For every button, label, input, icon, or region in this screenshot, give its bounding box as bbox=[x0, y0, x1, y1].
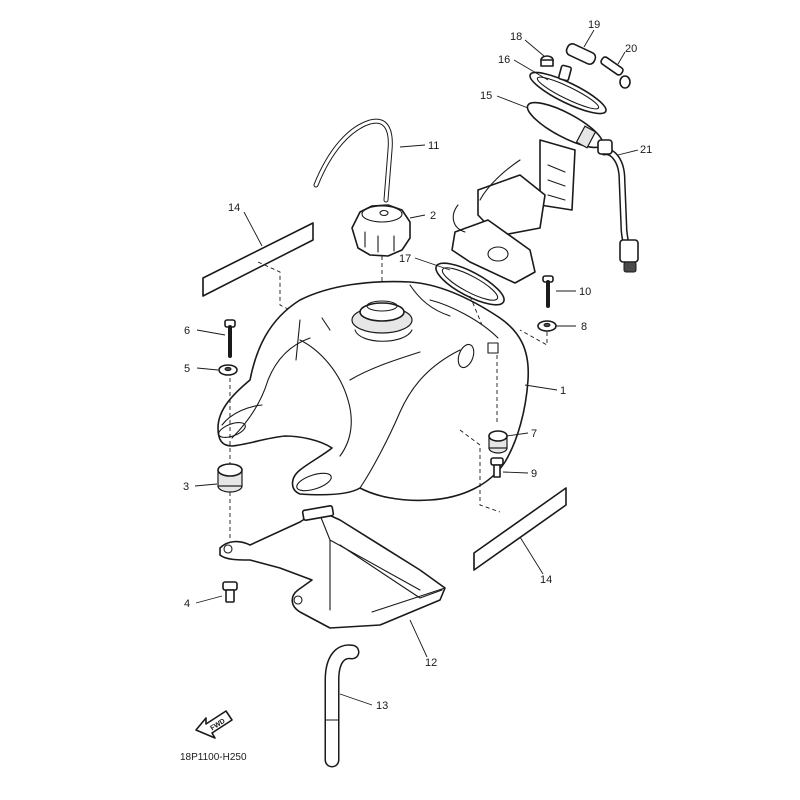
part-20-bolt[interactable] bbox=[600, 56, 631, 89]
part-2-fuel-cap[interactable] bbox=[351, 204, 411, 257]
callout-3: 3 bbox=[183, 481, 189, 493]
part-15-fuel-pump[interactable] bbox=[451, 95, 608, 284]
callout-10: 10 bbox=[579, 286, 591, 298]
part-12-bracket[interactable] bbox=[219, 504, 446, 629]
part-21-fuel-hose[interactable] bbox=[597, 139, 639, 273]
part-11-breather-hose[interactable] bbox=[313, 118, 393, 203]
callout-9: 9 bbox=[531, 468, 537, 480]
dash-8-tank bbox=[519, 329, 548, 346]
callout-18: 18 bbox=[510, 31, 522, 43]
callout-14-lower: 14 bbox=[540, 574, 552, 586]
callout-8: 8 bbox=[581, 321, 587, 333]
callout-12: 12 bbox=[425, 657, 437, 669]
part-9-bolt[interactable] bbox=[490, 457, 504, 478]
part-14-upper-pad[interactable] bbox=[202, 222, 314, 297]
callout-17: 17 bbox=[399, 253, 411, 265]
part-5-collar[interactable] bbox=[218, 364, 238, 376]
dash-17-tank bbox=[469, 295, 483, 326]
callout-15: 15 bbox=[480, 90, 492, 102]
callout-19: 19 bbox=[588, 19, 600, 31]
part-8-collar[interactable] bbox=[537, 320, 557, 332]
callout-labels: 1 2 3 4 5 6 7 8 9 10 11 12 13 14 14 15 1… bbox=[183, 19, 652, 712]
callout-6: 6 bbox=[184, 325, 190, 337]
callout-4: 4 bbox=[184, 598, 190, 610]
part-1-fuel-tank[interactable] bbox=[217, 280, 530, 502]
part-16-pump-plate[interactable] bbox=[526, 66, 610, 121]
part-17-pump-gasket[interactable] bbox=[431, 256, 509, 313]
part-4-bolt[interactable] bbox=[222, 581, 238, 603]
callout-5: 5 bbox=[184, 363, 190, 375]
callout-14-upper: 14 bbox=[228, 202, 240, 214]
part-19-connector[interactable] bbox=[558, 42, 597, 82]
part-18-nut[interactable] bbox=[540, 55, 554, 67]
callout-2: 2 bbox=[430, 210, 436, 222]
forward-arrow-icon: FWD bbox=[195, 710, 233, 739]
callout-7: 7 bbox=[531, 428, 537, 440]
leader-lines bbox=[194, 29, 639, 706]
part-13-drain-hose[interactable] bbox=[324, 644, 360, 768]
callout-16: 16 bbox=[498, 54, 510, 66]
part-3-damper[interactable] bbox=[217, 463, 243, 493]
callout-20: 20 bbox=[625, 43, 637, 55]
callout-13: 13 bbox=[376, 700, 388, 712]
callout-21: 21 bbox=[640, 144, 652, 156]
part-14-lower-pad[interactable] bbox=[473, 487, 567, 571]
part-10-bolt[interactable] bbox=[542, 275, 554, 308]
callout-11: 11 bbox=[428, 140, 439, 152]
part-6-bolt[interactable] bbox=[224, 319, 236, 358]
dash-14-upper bbox=[257, 261, 291, 311]
callout-1: 1 bbox=[560, 385, 566, 397]
part-7-damper[interactable] bbox=[488, 430, 508, 454]
diagram-code: 18P1100-H250 bbox=[180, 752, 247, 763]
